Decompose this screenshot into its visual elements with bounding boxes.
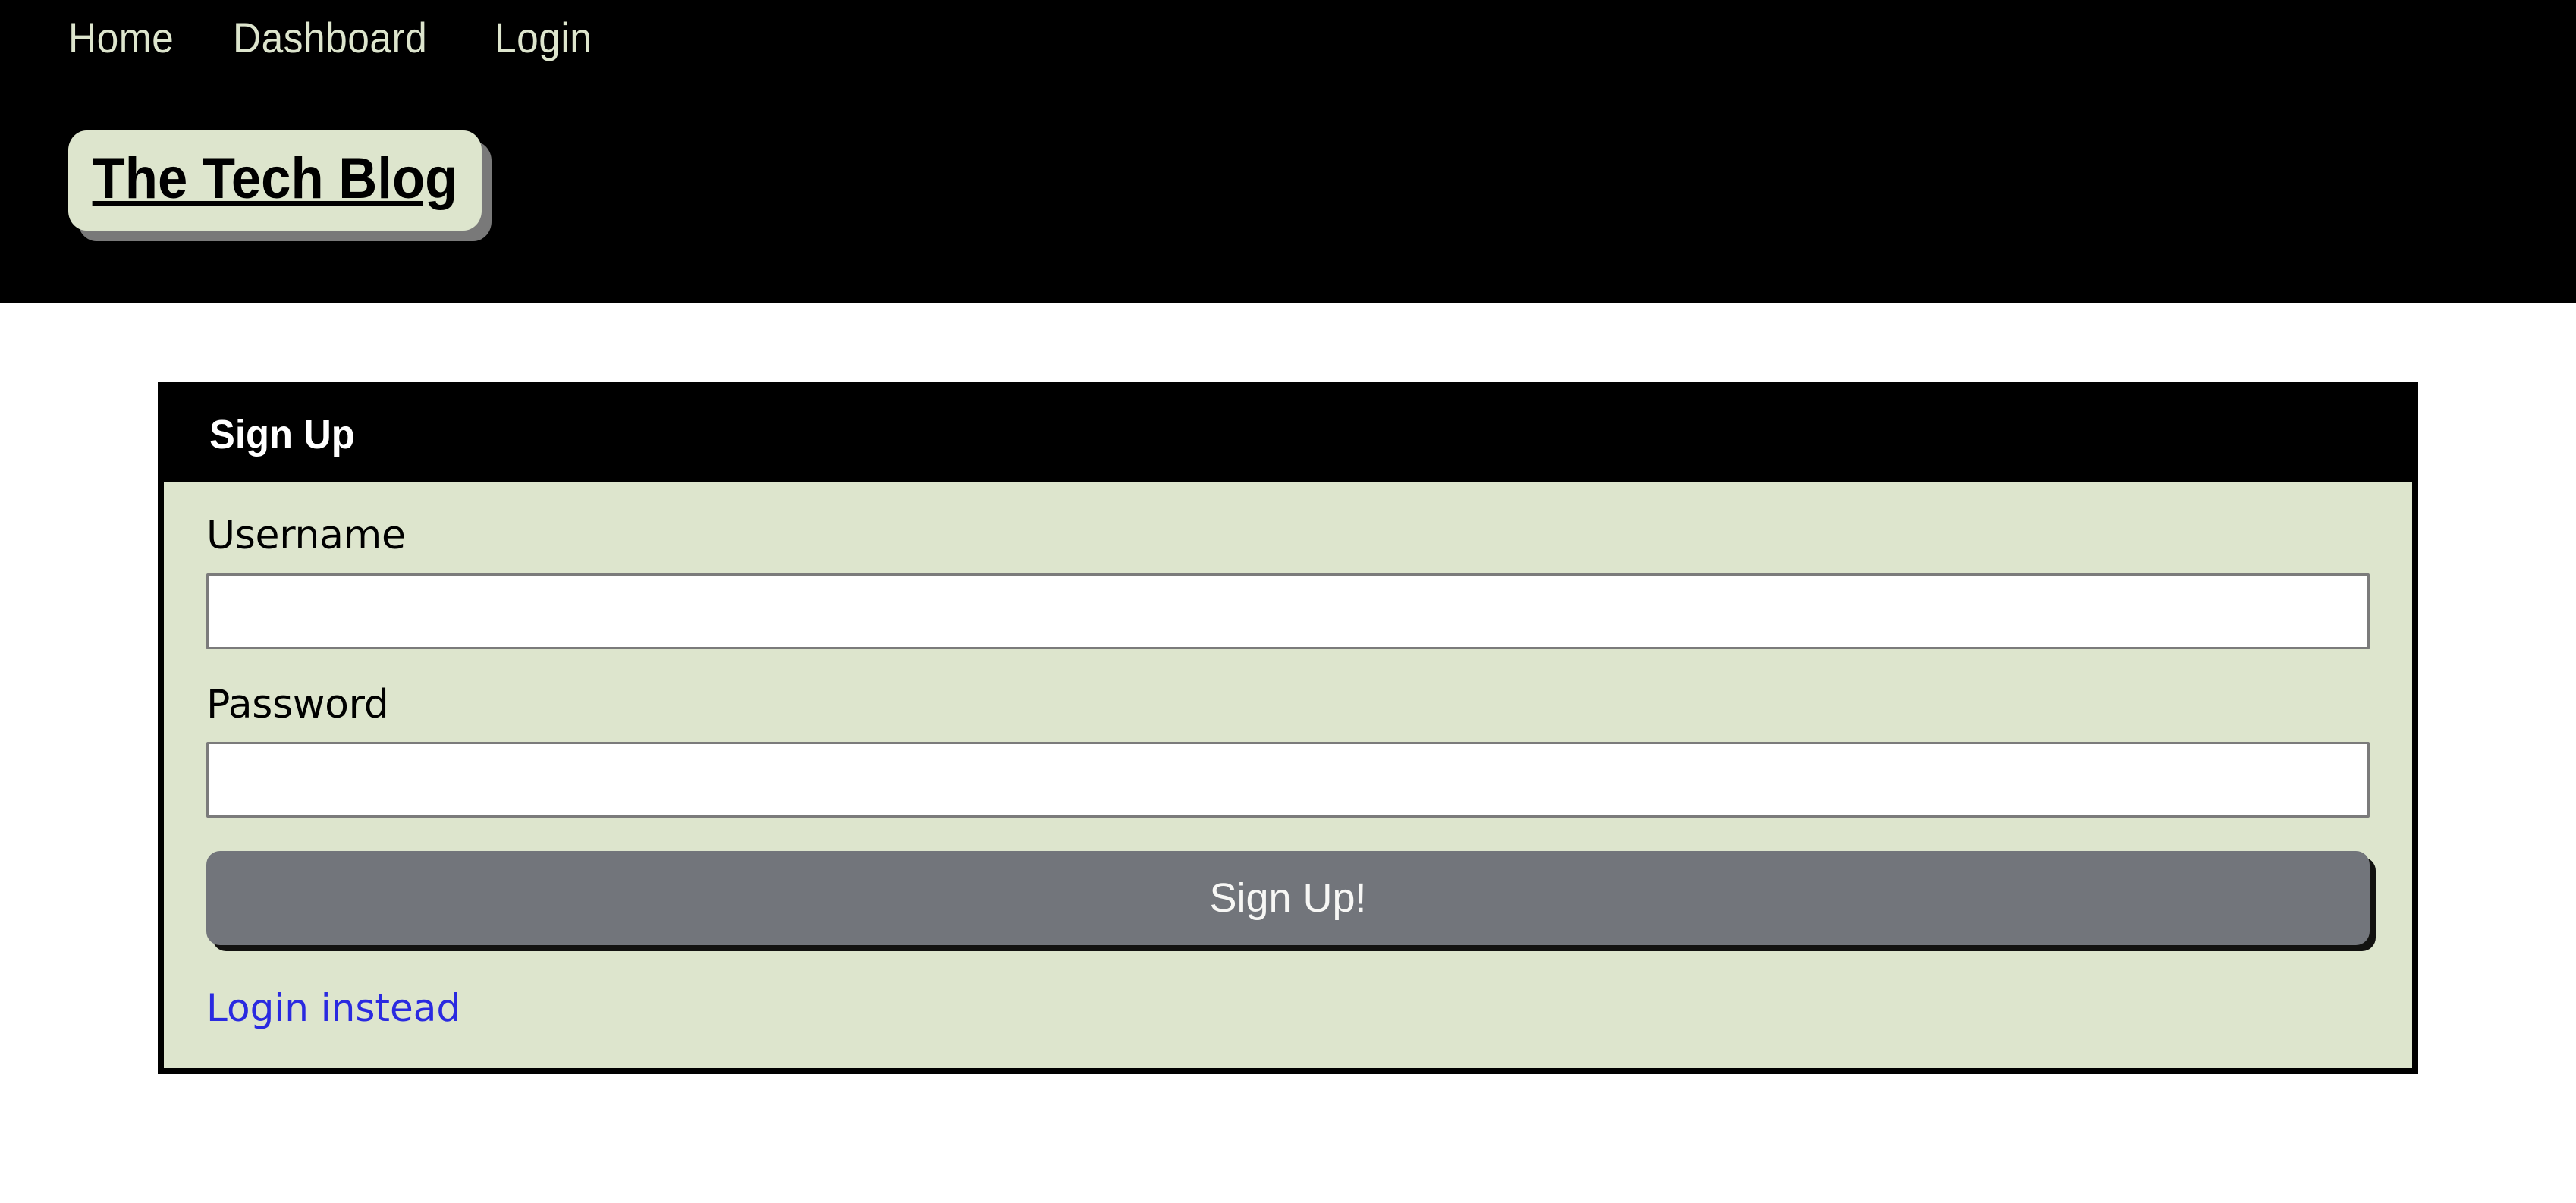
nav-link-dashboard[interactable]: Dashboard (233, 14, 428, 61)
main-content: Sign Up Username Password Sign Up! Login… (0, 303, 2576, 1203)
signup-card-body: Username Password Sign Up! Login instead (164, 482, 2412, 1069)
signup-card-header: Sign Up (158, 382, 2418, 482)
primary-navigation: Home Dashboard Login (68, 17, 600, 59)
nav-link-login[interactable]: Login (494, 14, 592, 61)
login-instead-link[interactable]: Login instead (206, 986, 461, 1031)
signup-card: Sign Up Username Password Sign Up! Login… (158, 382, 2418, 1075)
username-input[interactable] (206, 573, 2370, 649)
signup-form: Username Password Sign Up! (206, 513, 2370, 946)
signup-submit-button[interactable]: Sign Up! (206, 851, 2370, 946)
password-input[interactable] (206, 742, 2370, 818)
password-label: Password (206, 681, 389, 727)
username-label: Username (206, 513, 406, 558)
site-header: Home Dashboard Login The Tech Blog (0, 0, 2576, 303)
site-logo[interactable]: The Tech Blog (68, 130, 482, 231)
signup-card-title: Sign Up (209, 412, 355, 457)
nav-link-home[interactable]: Home (68, 14, 174, 61)
brand-container: The Tech Blog (68, 130, 513, 231)
